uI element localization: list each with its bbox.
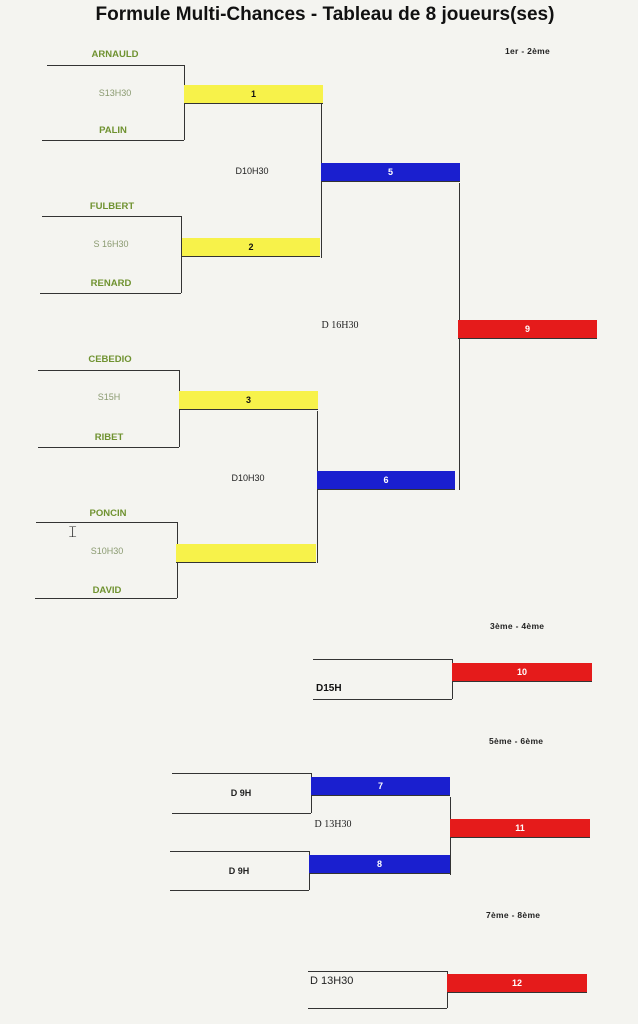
place-label-5-6: 5ème - 6ème: [489, 736, 544, 746]
match-time: S13H30: [98, 88, 132, 98]
bracket-line: [308, 971, 447, 972]
match-box-10[interactable]: 10: [452, 663, 592, 682]
match-time: D10H30: [235, 166, 269, 176]
match-box-9[interactable]: 9: [458, 320, 597, 339]
match-box-8[interactable]: 8: [309, 855, 450, 874]
match-time: D10H30: [231, 473, 265, 483]
bracket-line: [35, 598, 177, 599]
bracket-line: [308, 1008, 447, 1009]
page-title: Formule Multi-Chances - Tableau de 8 jou…: [95, 4, 555, 25]
bracket-line: [42, 140, 184, 141]
bracket-line: [36, 522, 177, 523]
bracket-line: [38, 370, 179, 371]
player-name: FULBERT: [89, 201, 135, 212]
match-box-7[interactable]: 7: [311, 777, 450, 796]
place-label-1-2: 1er - 2ème: [505, 46, 551, 56]
place-label-7-8: 7ème - 8ème: [486, 910, 541, 920]
place-label-3-4: 3ème - 4ème: [490, 621, 545, 631]
bracket-line: [170, 851, 309, 852]
bracket-line: [40, 293, 181, 294]
match-box-12[interactable]: 12: [447, 974, 587, 993]
player-name: PALIN: [99, 125, 127, 136]
match-box-3[interactable]: 3: [179, 391, 318, 410]
bracket-line: [170, 890, 309, 891]
match-time: D15H: [316, 683, 342, 694]
player-name: RENARD: [90, 278, 132, 289]
bracket-line: [313, 659, 452, 660]
match-box-1[interactable]: 1: [184, 85, 323, 104]
match-time: D 16H30: [321, 320, 359, 331]
match-box-5[interactable]: 5: [321, 163, 460, 182]
match-box-6[interactable]: 6: [317, 471, 455, 490]
match-time: S10H30: [90, 546, 124, 556]
bracket-line: [172, 813, 311, 814]
player-name: CEBEDIO: [88, 354, 132, 365]
player-name: ARNAULD: [91, 49, 139, 60]
bracket-line: [47, 65, 184, 66]
text-cursor-icon: 𝙸: [67, 524, 79, 541]
match-time: S15H: [97, 392, 121, 402]
match-box-4[interactable]: [176, 544, 316, 563]
match-time: D 13H30: [310, 975, 354, 987]
bracket-line: [172, 773, 311, 774]
bracket-line: [42, 216, 181, 217]
match-box-11[interactable]: 11: [450, 819, 590, 838]
bracket-line: [181, 216, 182, 293]
match-time: S 16H30: [93, 239, 129, 249]
player-name: DAVID: [92, 585, 122, 596]
player-name: PONCIN: [89, 508, 127, 519]
player-name: RIBET: [94, 432, 124, 443]
match-time: D 13H30: [314, 819, 352, 830]
match-time: D 9H: [228, 866, 250, 876]
bracket-line: [38, 447, 179, 448]
bracket-line: [313, 699, 452, 700]
match-time: D 9H: [230, 788, 252, 798]
match-box-2[interactable]: 2: [182, 238, 320, 257]
